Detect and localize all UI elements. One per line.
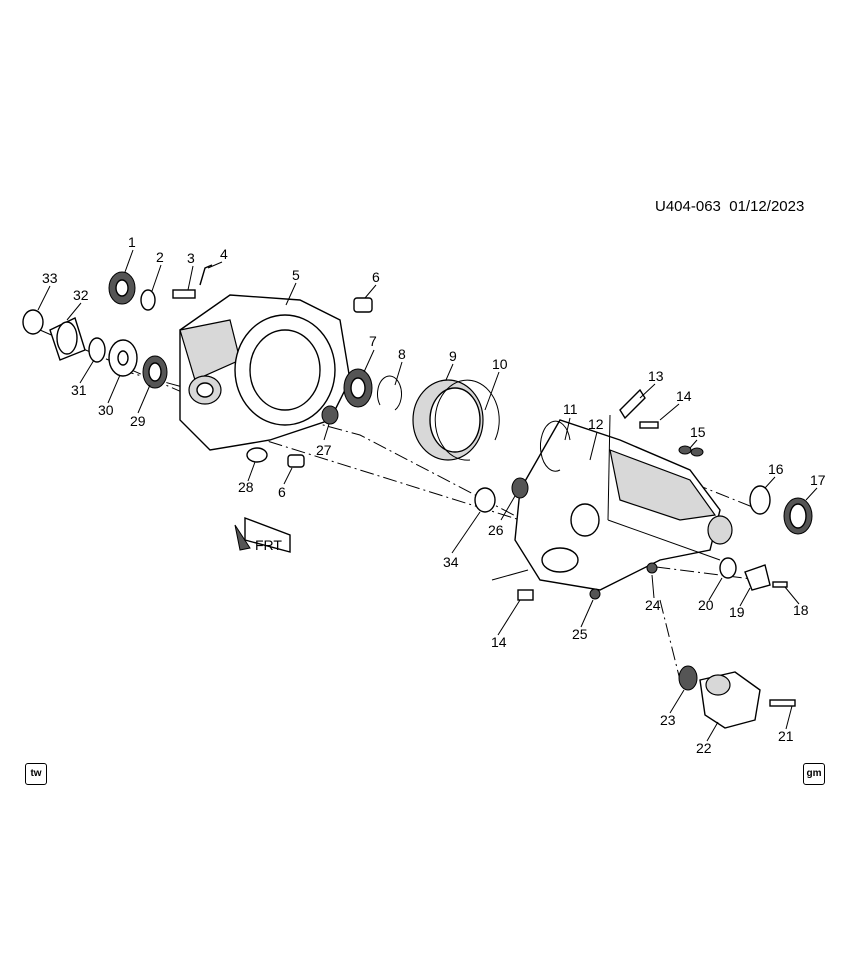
bushing-34 [474, 487, 496, 513]
callout-31: 31 [71, 382, 87, 398]
stud-3 [172, 289, 196, 299]
callout-13: 13 [648, 368, 664, 384]
callout-9: 9 [449, 348, 457, 364]
diagram-date: 01/12/2023 [729, 198, 805, 215]
tw-tag-icon: tw [25, 763, 47, 785]
callout-labels: 1 2 3 4 5 6 7 8 9 10 11 12 13 14 15 16 1… [42, 234, 826, 756]
callout-27: 27 [316, 442, 332, 458]
snap-ring-8 [377, 375, 402, 411]
snap-ring-11 [539, 420, 571, 472]
deflector-30 [108, 339, 138, 377]
callout-21: 21 [778, 728, 794, 744]
clamp-33 [22, 309, 44, 335]
gm-logo-icon: gm [803, 763, 825, 785]
diagram-code: U404-063 [655, 198, 721, 215]
callout-7: 7 [369, 333, 377, 349]
vent-tube-4 [199, 264, 213, 286]
callout-23: 23 [660, 712, 676, 728]
callout-34: 34 [443, 554, 459, 570]
o-ring-20 [719, 557, 737, 579]
callout-33: 33 [42, 270, 58, 286]
callout-29: 29 [130, 413, 146, 429]
snap-ring-31 [88, 337, 106, 363]
seal-29 [142, 355, 168, 389]
front-direction-arrow-icon: FRT [234, 516, 291, 553]
front-indicator-label: FRT [255, 537, 282, 553]
sensor-19 [744, 564, 771, 591]
callout-22: 22 [696, 740, 712, 756]
diagram-header: U404-063 01/12/2023 [655, 198, 804, 215]
dowel-6-upper [353, 297, 373, 313]
bearing-1 [108, 271, 136, 305]
callout-24: 24 [645, 597, 661, 613]
callout-28: 28 [238, 479, 254, 495]
callout-32: 32 [73, 287, 89, 303]
callout-25: 25 [572, 626, 588, 642]
callout-26: 26 [488, 522, 504, 538]
boot-32 [49, 317, 86, 361]
seal-26 [511, 477, 529, 499]
callout-19: 19 [729, 604, 745, 620]
nut-24 [646, 562, 658, 574]
callout-18: 18 [793, 602, 809, 618]
bolt-14-upper [639, 421, 659, 429]
actuator-22 [699, 671, 761, 729]
callout-2: 2 [156, 249, 164, 265]
callout-6-upper: 6 [372, 269, 380, 285]
callout-14-upper: 14 [676, 388, 692, 404]
callout-3: 3 [187, 250, 195, 266]
callout-1: 1 [128, 234, 136, 250]
callout-11: 11 [563, 401, 578, 417]
callout-12: 12 [588, 416, 604, 432]
ring-gear-9 [412, 379, 484, 461]
bolt-14-lower [517, 589, 534, 601]
seal-27 [321, 405, 339, 425]
seal-23 [678, 665, 698, 691]
front-housing [179, 294, 351, 451]
bracket-13 [619, 388, 646, 420]
bolt-18 [772, 581, 788, 588]
dowel-6-lower [287, 454, 305, 468]
leader-lines [37, 249, 818, 742]
washer-28 [246, 447, 268, 463]
nut-25 [589, 588, 601, 600]
callout-4: 4 [220, 246, 228, 262]
callout-6-lower: 6 [278, 484, 286, 500]
snap-ring-2 [140, 289, 156, 311]
callout-10: 10 [492, 356, 508, 372]
rear-housing [514, 419, 733, 591]
callout-20: 20 [698, 597, 714, 613]
callout-8: 8 [398, 346, 406, 362]
bearing-7 [343, 368, 373, 408]
callout-5: 5 [292, 267, 300, 283]
bolt-21 [769, 699, 796, 707]
plug-15 [678, 445, 704, 457]
callout-15: 15 [690, 424, 706, 440]
snap-ring-10 [434, 379, 500, 461]
callout-30: 30 [98, 402, 114, 418]
bushing-16 [749, 485, 771, 515]
callout-14-lower: 14 [491, 634, 507, 650]
seal-17 [783, 497, 813, 535]
callout-17: 17 [810, 472, 826, 488]
callout-16: 16 [768, 461, 784, 477]
